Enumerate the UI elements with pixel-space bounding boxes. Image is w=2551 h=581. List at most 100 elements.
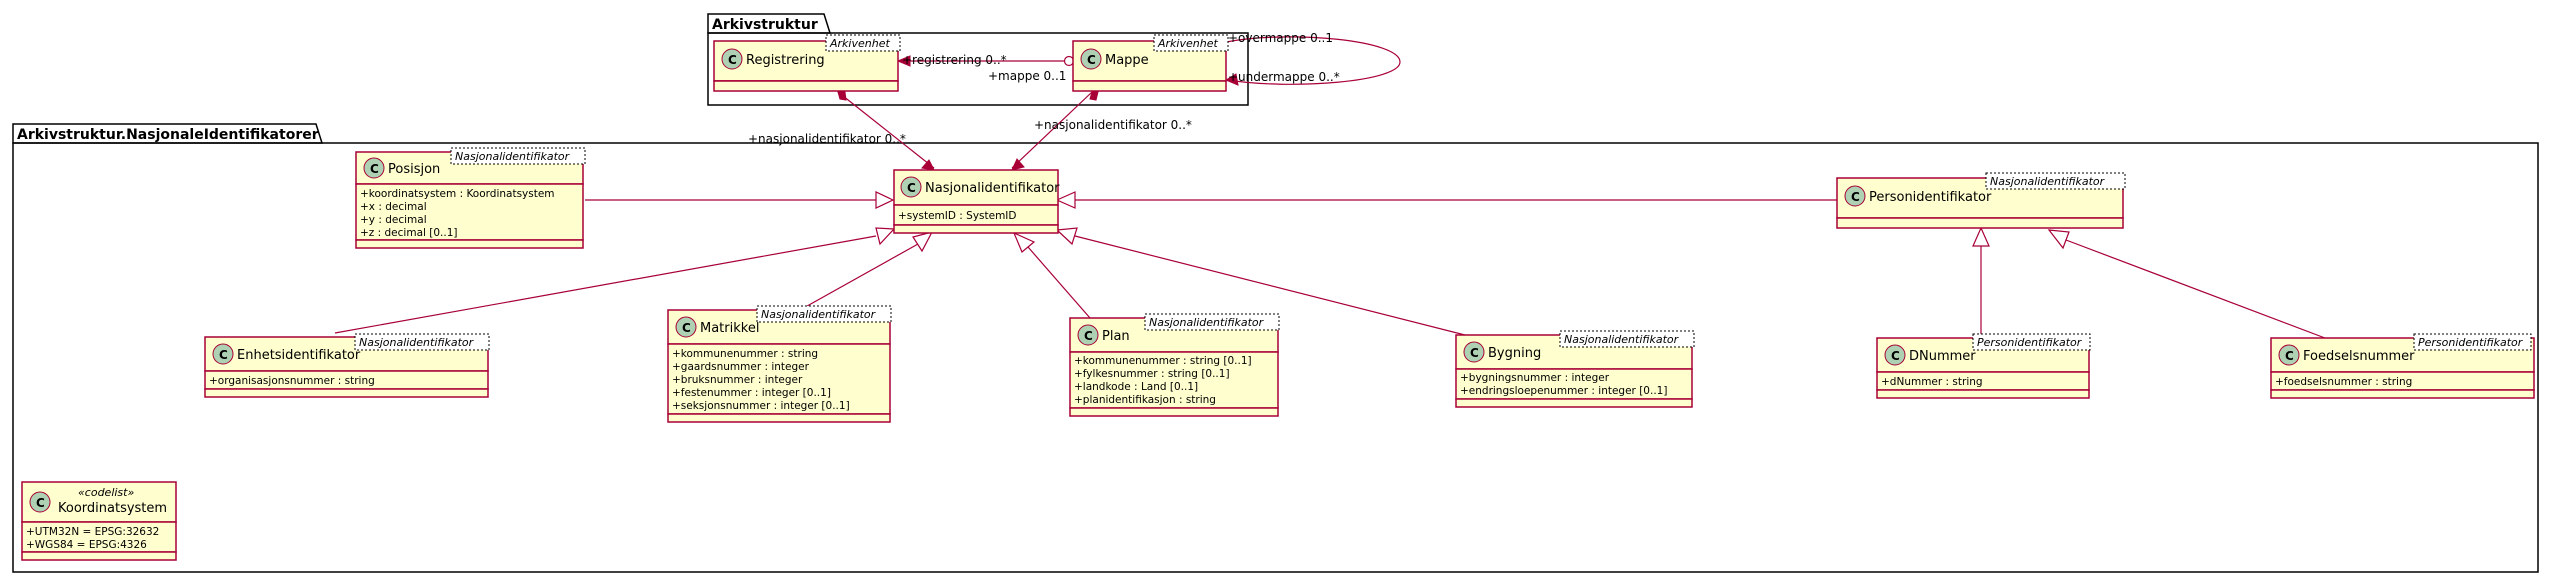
class-posisjon: C Posisjon Nasjonalidentifikator +koordi… <box>355 147 586 249</box>
generalization-triangle-bygning <box>1055 227 1078 246</box>
class-icon <box>1463 341 1485 363</box>
composition-arrowhead-mappe <box>1011 158 1025 171</box>
class-icon <box>1884 344 1906 366</box>
class-icon-letter: C <box>1891 349 1900 363</box>
attr-plan-0: +kommunenummer : string [0..1] <box>1074 355 1252 367</box>
class-name-matrikkel: Matrikkel <box>700 321 759 336</box>
class-icon <box>2278 344 2300 366</box>
class-name-mappe: Mappe <box>1105 53 1149 68</box>
generalization-triangle-foedselsnummer <box>2047 229 2070 250</box>
classes: C Registrering Arkivenhet C Mappe Arkive… <box>21 34 2535 561</box>
attr-plan-1: +fylkesnummer : string [0..1] <box>1074 368 1230 380</box>
class-personidentifikator: C Personidentifikator Nasjonalidentifika… <box>1836 172 2126 229</box>
class-nasjonalidentifikator: C Nasjonalidentifikator +systemID : Syst… <box>893 169 1060 234</box>
attr-posisjon-3: +z : decimal [0..1] <box>360 227 457 239</box>
relationship-labels: +registrering 0..* +mappe 0..1 +overmapp… <box>748 31 1340 146</box>
class-icon <box>363 157 385 179</box>
relationships <box>334 36 2326 339</box>
label-undermappe: +undermappe 0..* <box>1228 70 1340 84</box>
attr-matrikkel-0: +kommunenummer : string <box>672 348 818 360</box>
class-icon <box>721 48 743 70</box>
generalization-triangle-enhetsidentifikator <box>875 227 896 246</box>
class-enhetsidentifikator: C Enhetsidentifikator Nasjonalidentifika… <box>204 333 490 398</box>
attr-foedselsnummer-0: +foedselsnummer : string <box>2275 376 2412 388</box>
generalization-triangle-dnummer <box>1972 226 1990 247</box>
association-circle-mappe <box>1063 55 1075 67</box>
class-registrering: C Registrering Arkivenhet <box>713 34 901 92</box>
class-icon-letter: C <box>1087 53 1096 67</box>
class-icon-letter: C <box>1851 190 1860 204</box>
class-icon <box>212 343 234 365</box>
attr-bygning-0: +bygningsnummer : integer <box>1460 372 1610 384</box>
class-icon-letter: C <box>2285 349 2294 363</box>
attr-posisjon-2: +y : decimal <box>360 214 427 226</box>
package-nasjonale-identifikatorer: Arkivstruktur.NasjonaleIdentifikatorer <box>12 123 2539 573</box>
attr-matrikkel-1: +gaardsnummer : integer <box>672 361 810 373</box>
class-template-posisjon: Nasjonalidentifikator <box>455 150 571 163</box>
generalization-matrikkel <box>799 243 919 311</box>
class-name-nasjonalidentifikator: Nasjonalidentifikator <box>925 181 1060 196</box>
attr-matrikkel-3: +festenummer : integer [0..1] <box>672 387 831 399</box>
composition-diamond-mappe <box>1089 91 1099 101</box>
class-name-koordinatsystem: Koordinatsystem <box>58 501 167 516</box>
attr-koordinatsystem-0: +UTM32N = EPSG:32632 <box>26 526 159 538</box>
composition-diamond-registrering <box>837 91 847 101</box>
attr-posisjon-1: +x : decimal <box>360 201 427 213</box>
class-template-matrikkel: Nasjonalidentifikator <box>761 308 877 321</box>
attr-plan-3: +planidentifikasjon : string <box>1074 394 1216 406</box>
class-name-bygning: Bygning <box>1488 346 1541 361</box>
package-arkivstruktur: Arkivstruktur <box>707 13 1249 106</box>
class-icon-letter: C <box>36 496 45 510</box>
composition-arrowhead-registrering <box>921 159 935 171</box>
class-template-foedselsnummer: Personidentifikator <box>2418 336 2524 349</box>
class-template-personidentifikator: Nasjonalidentifikator <box>1990 175 2106 188</box>
attr-bygning-1: +endringsloepenummer : integer [0..1] <box>1460 385 1667 397</box>
class-name-plan: Plan <box>1102 329 1130 344</box>
label-mappe-role: +mappe 0..1 <box>988 69 1066 83</box>
attr-enhetsidentifikator-0: +organisasjonsnummer : string <box>209 375 375 387</box>
class-icon-letter: C <box>1084 329 1093 343</box>
attr-matrikkel-4: +seksjonsnummer : integer [0..1] <box>672 400 850 412</box>
generalization-triangle-plan <box>1012 231 1036 253</box>
class-icon-letter: C <box>728 53 737 67</box>
package-title-nasjonale-identifikatorer: Arkivstruktur.NasjonaleIdentifikatorer <box>17 127 319 143</box>
attr-koordinatsystem-1: +WGS84 = EPSG:4326 <box>26 539 147 551</box>
class-mappe: C Mappe Arkivenhet <box>1072 34 1229 92</box>
class-name-registrering: Registrering <box>746 53 825 68</box>
class-stereotype-koordinatsystem: «codelist» <box>78 486 134 499</box>
class-icon <box>29 491 51 513</box>
class-name-foedselsnummer: Foedselsnummer <box>2303 349 2415 364</box>
generalization-enhetsidentifikator <box>334 235 877 334</box>
class-foedselsnummer: C Foedselsnummer Personidentifikator +fo… <box>2270 333 2535 399</box>
association-arrowhead-registrering <box>896 55 911 67</box>
class-name-personidentifikator: Personidentifikator <box>1869 190 1992 205</box>
package-title-arkivstruktur: Arkivstruktur <box>712 17 818 33</box>
attr-dnummer-0: +dNummer : string <box>1881 376 1983 388</box>
composition-registrering <box>837 91 935 169</box>
class-name-posisjon: Posisjon <box>388 162 440 177</box>
self-association-arrowhead <box>1224 73 1239 86</box>
class-matrikkel: C Matrikkel Nasjonalidentifikator +kommu… <box>667 305 892 423</box>
class-template-bygning: Nasjonalidentifikator <box>1564 333 1680 346</box>
generalization-triangle-personidentifikator <box>1055 191 1076 209</box>
class-icon-letter: C <box>682 321 691 335</box>
generalization-foedselsnummer <box>2065 239 2326 339</box>
class-icon <box>900 176 922 198</box>
attr-nasjonalidentifikator-0: +systemID : SystemID <box>898 210 1017 222</box>
label-nasjonalidentifikator-registrering: +nasjonalidentifikator 0..* <box>748 132 906 146</box>
class-koordinatsystem: C «codelist» Koordinatsystem +UTM32N = E… <box>21 481 177 561</box>
class-template-registrering: Arkivenhet <box>829 37 890 50</box>
class-icon-letter: C <box>907 181 916 195</box>
class-icon-letter: C <box>1470 346 1479 360</box>
attr-posisjon-0: +koordinatsystem : Koordinatsystem <box>360 188 555 200</box>
composition-mappe <box>1011 91 1093 169</box>
class-icon-letter: C <box>219 348 228 362</box>
attr-matrikkel-2: +bruksnummer : integer <box>672 374 803 386</box>
class-plan: C Plan Nasjonalidentifikator +kommunenum… <box>1069 313 1280 417</box>
class-template-mappe: Arkivenhet <box>1157 37 1218 50</box>
generalization-triangle-matrikkel <box>912 231 934 253</box>
attr-plan-2: +landkode : Land [0..1] <box>1074 381 1198 393</box>
class-icon <box>675 316 697 338</box>
generalization-triangle-posisjon <box>875 191 895 209</box>
